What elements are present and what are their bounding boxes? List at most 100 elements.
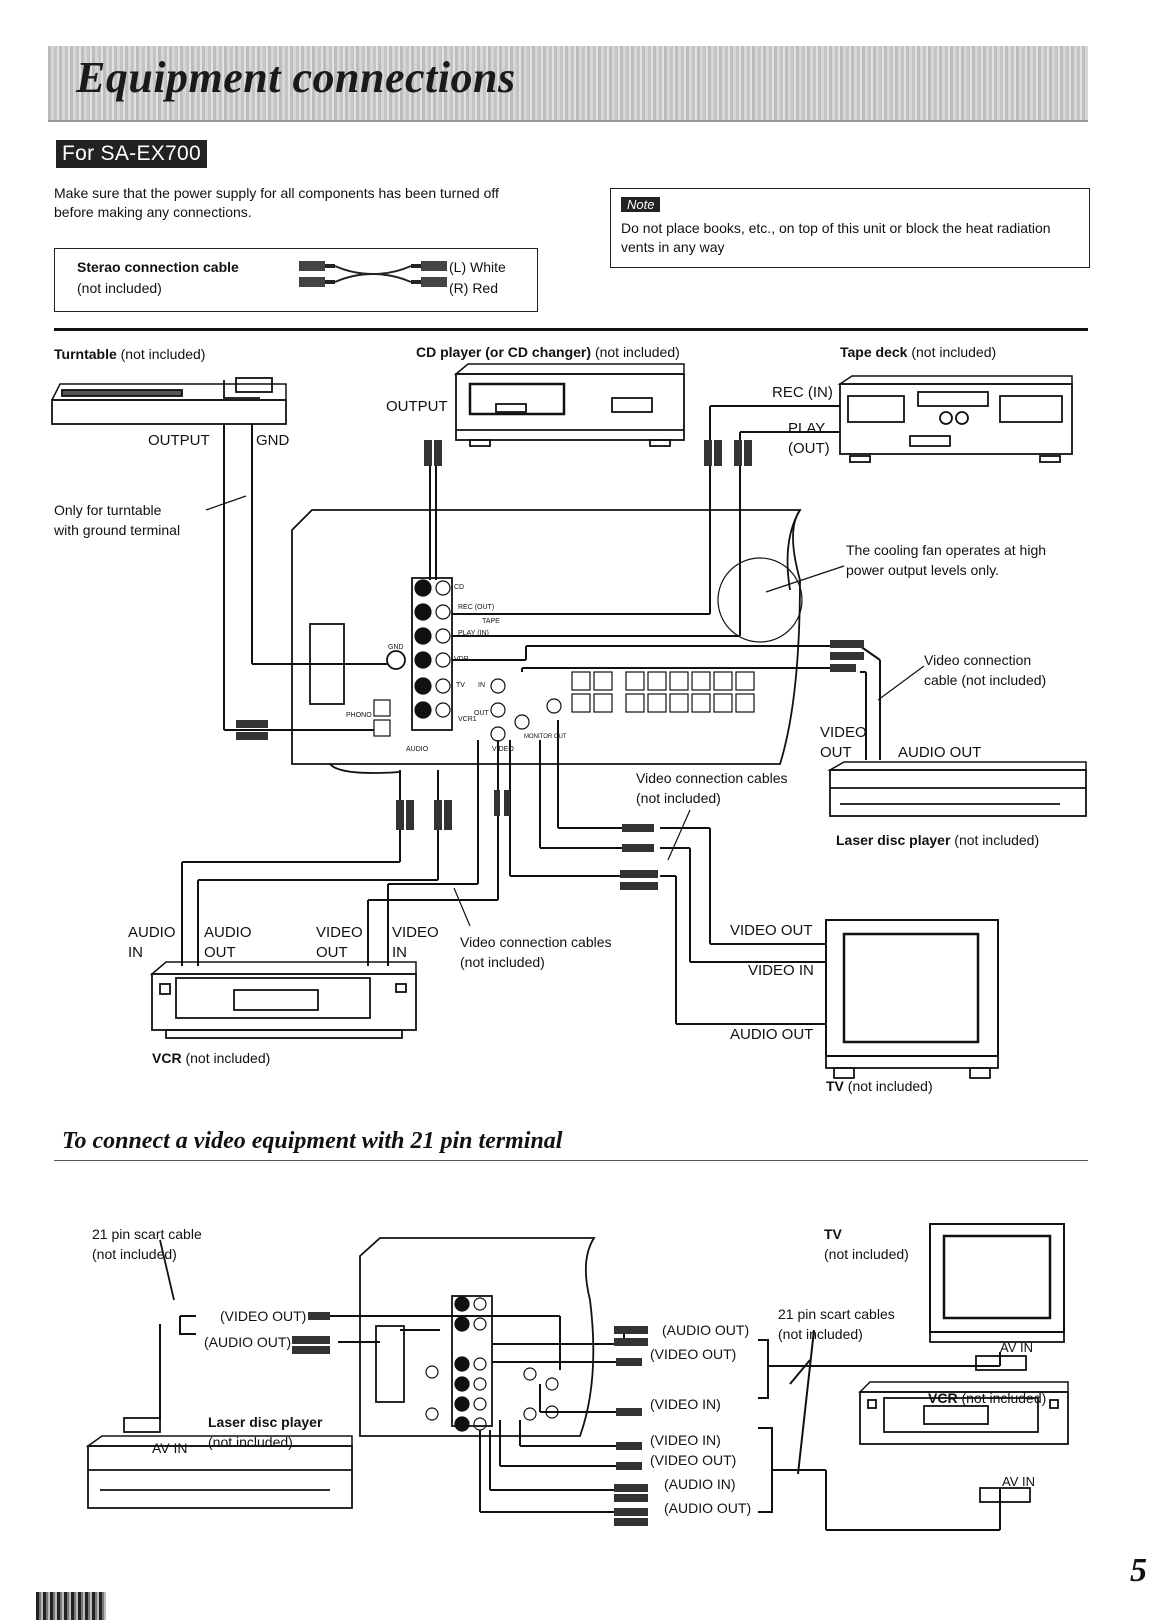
tape-play-label: PLAY [788,420,826,437]
jack-monitor-out-label: MONITOR OUT [524,734,567,740]
jack-phono-label: PHONO [346,712,372,719]
scart-audio-out-label: (AUDIO OUT) [204,1334,292,1350]
tv-video-in-label: VIDEO IN [748,962,814,979]
jack-out-label: OUT [474,710,489,717]
vcr-in2-label: IN [392,944,407,961]
jack-tape-label: TAPE [482,618,500,625]
scart-cables-note-line2: (not included) [778,1326,863,1342]
note-tag: Note [621,197,661,212]
tape-deck-name: Tape deck [840,344,908,360]
jack-video-label: VIDEO [492,746,514,753]
scart-laser-disc-name: Laser disc player [208,1414,323,1430]
vcr-drawing [149,961,417,1039]
cd-player-drawing [453,363,685,447]
scart-vcr-av-in-label: AV IN [1002,1474,1035,1489]
jack-audio-label: AUDIO [406,746,429,753]
jack-gnd-label: GND [388,644,404,651]
scart-section-title: To connect a video equipment with 21 pin… [62,1128,563,1154]
cd-player-name: CD player (or CD changer) [416,344,592,360]
scart-r-video-in-label: (VIDEO IN) [650,1396,721,1412]
vcr-note: (not included) [185,1050,271,1066]
vcr-video2-label: VIDEO [392,924,439,941]
scart-r-video-out-label: (VIDEO OUT) [650,1346,737,1362]
tv-video-out-label: VIDEO OUT [730,922,813,939]
turntable-name: Turntable [54,346,117,362]
tape-deck-note: (not included) [911,344,997,360]
scart-tv-av-in-label: AV IN [1000,1340,1033,1355]
ld-out-label: OUT [820,744,852,761]
page-number: 5 [1130,1552,1147,1589]
tape-rec-in-label: REC (IN) [772,384,833,401]
tv-note: (not included) [847,1078,933,1094]
rca-cable-icon [299,261,447,287]
ld-audio-out-label: AUDIO OUT [898,744,982,761]
cable-left-label: (L) White [449,259,506,275]
jack-in-label: IN [478,682,485,689]
ground-note-line1: Only for turntable [54,502,162,518]
tv-drawing [825,919,999,1079]
scart-tv-name: TV [824,1226,842,1242]
video-cable-note-line2: cable (not included) [924,672,1047,688]
section-divider [54,328,1088,331]
tv-audio-out-label: AUDIO OUT [730,1026,814,1043]
video-cables-mid-line1: Video connection cables [636,770,788,786]
cable-legend-box: Sterao connection cable (not included) (… [54,248,538,312]
scart-vcr-name: VCR [928,1390,958,1406]
title-banner [48,46,1088,122]
scart-vcr-note: (not included) [961,1390,1047,1406]
fan-note-line2: power output levels only. [846,562,1000,578]
scart-cable-note-line2: (not included) [92,1246,177,1262]
page-title: Equipment connections [76,53,516,102]
vcr-out-label: OUT [204,944,236,961]
scart-r-audio-in-label: (AUDIO IN) [664,1476,736,1492]
turntable-drawing [50,377,287,425]
laser-disc-drawing [827,761,1087,817]
scart-r-audio-out-label: (AUDIO OUT) [662,1322,750,1338]
video-cables-bottom-line1: Video connection cables [460,934,612,950]
cd-player-note: (not included) [594,344,680,360]
scart-r-video-out2-label: (VIDEO OUT) [650,1452,737,1468]
cable-right-label: (R) Red [449,280,499,296]
jack-vdp-label: VDP [454,656,469,663]
fan-note-line1: The cooling fan operates at high [846,542,1047,558]
vcr-in-label: IN [128,944,143,961]
cable-note: (not included) [77,280,162,296]
scart-tv-note: (not included) [824,1246,909,1262]
turntable-output-label: OUTPUT [148,432,210,449]
vcr-audio2-label: AUDIO [204,924,252,941]
vcr-out2-label: OUT [316,944,348,961]
tv-name: TV [826,1078,844,1094]
turntable-note: (not included) [120,346,206,362]
vcr-name: VCR [152,1050,182,1066]
jack-rec-out-label: REC (OUT) [458,604,495,611]
model-tag: For SA-EX700 [56,140,207,168]
jack-cd-label: CD [454,584,465,591]
tape-deck-drawing [837,375,1073,463]
jack-play-in-label: PLAY (IN) [458,630,489,637]
scart-r-video-in2-label: (VIDEO IN) [650,1432,721,1448]
cable-name: Sterao connection cable [77,259,239,275]
scart-cable-note-line1: 21 pin scart cable [92,1226,202,1242]
laser-disc-note: (not included) [954,832,1040,848]
ld-video-label: VIDEO [820,724,867,741]
scart-cables-note-line1: 21 pin scart cables [778,1306,895,1322]
intro-text: Make sure that the power supply for all … [54,185,499,220]
laser-disc-name: Laser disc player [836,832,951,848]
cd-output-label: OUTPUT [386,398,448,415]
ground-note-line2: with ground terminal [54,522,181,538]
video-cables-mid-line2: (not included) [636,790,721,806]
vcr-audio-label: AUDIO [128,924,176,941]
scart-laser-disc-note: (not included) [208,1434,293,1450]
scart-r-audio-out2-label: (AUDIO OUT) [664,1500,752,1516]
jack-vcr1-label: VCR1 [458,716,477,723]
note-box: Note Do not place books, etc., on top of… [610,188,1090,268]
jack-tv-label: TV [456,682,465,689]
receiver-drawing [291,509,803,774]
video-cables-bottom-line2: (not included) [460,954,545,970]
note-text: Do not place books, etc., on top of this… [621,220,1051,255]
tape-out-label: (OUT) [788,440,830,457]
scart-video-out-label: (VIDEO OUT) [220,1308,307,1324]
turntable-gnd-label: GND [256,432,290,449]
